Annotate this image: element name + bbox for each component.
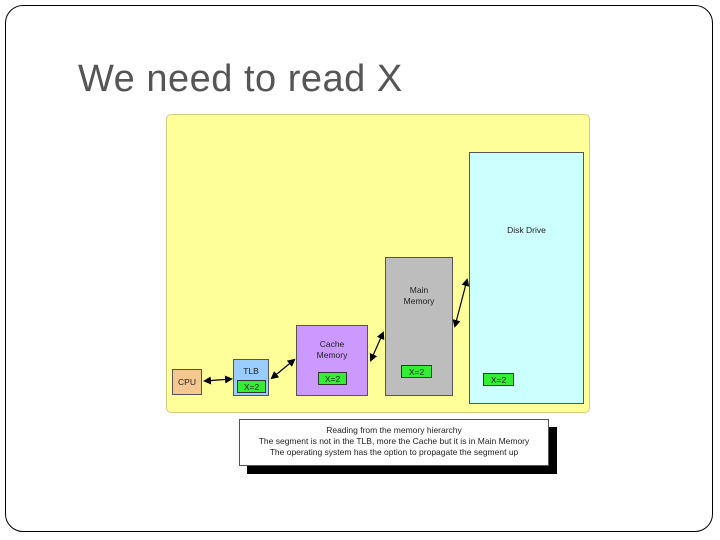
tlb-label: TLB — [243, 366, 259, 376]
cache-label-line2: Memory — [316, 350, 348, 360]
caption-line-1: Reading from the memory hierarchy — [326, 425, 462, 435]
main-memory-label-line1: Main — [409, 285, 429, 295]
disk-drive-value: X=2 — [483, 373, 514, 386]
cpu-label: CPU — [178, 377, 196, 387]
tlb-value: X=2 — [237, 380, 266, 393]
cache-value: X=2 — [318, 372, 347, 385]
caption-line-3: The operating system has the option to p… — [269, 447, 519, 457]
caption-line-2: The segment is not in the TLB, more the … — [258, 436, 530, 446]
caption-box: Reading from the memory hierarchy The se… — [239, 419, 549, 466]
main-memory-label-line2: Memory — [403, 296, 435, 306]
main-memory-box: Main Memory X=2 — [385, 257, 453, 396]
cache-memory-box: Cache Memory X=2 — [296, 325, 368, 396]
slide-frame — [5, 5, 713, 532]
slide-title: We need to read X — [78, 58, 403, 100]
cache-label-line1: Cache — [319, 339, 345, 349]
tlb-box: TLB X=2 — [233, 359, 269, 396]
disk-drive-label: Disk Drive — [507, 225, 546, 235]
cpu-box: CPU — [172, 369, 202, 395]
main-memory-value: X=2 — [401, 365, 432, 378]
disk-drive-box: Disk Drive X=2 — [469, 152, 584, 404]
